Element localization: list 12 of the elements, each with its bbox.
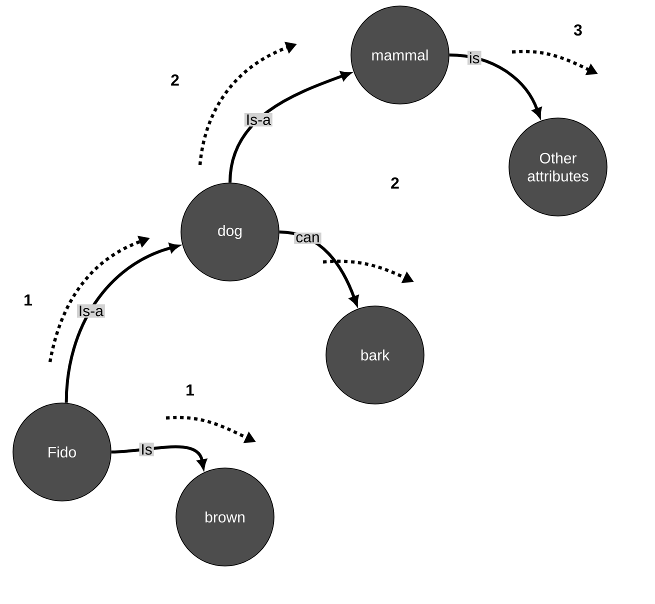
step-number: 2 xyxy=(391,177,399,189)
step-number: 3 xyxy=(574,24,582,36)
edge-label: is xyxy=(470,52,480,64)
arrow xyxy=(449,54,542,118)
edge-label: Is-a xyxy=(247,114,271,125)
edge-label: can xyxy=(296,234,319,242)
edge-label: Is xyxy=(142,444,152,455)
step-number: 1 xyxy=(24,294,32,306)
step-number: 2 xyxy=(171,74,179,86)
arrow xyxy=(111,445,207,470)
arrow xyxy=(228,71,351,183)
step-number: 1 xyxy=(186,384,194,396)
